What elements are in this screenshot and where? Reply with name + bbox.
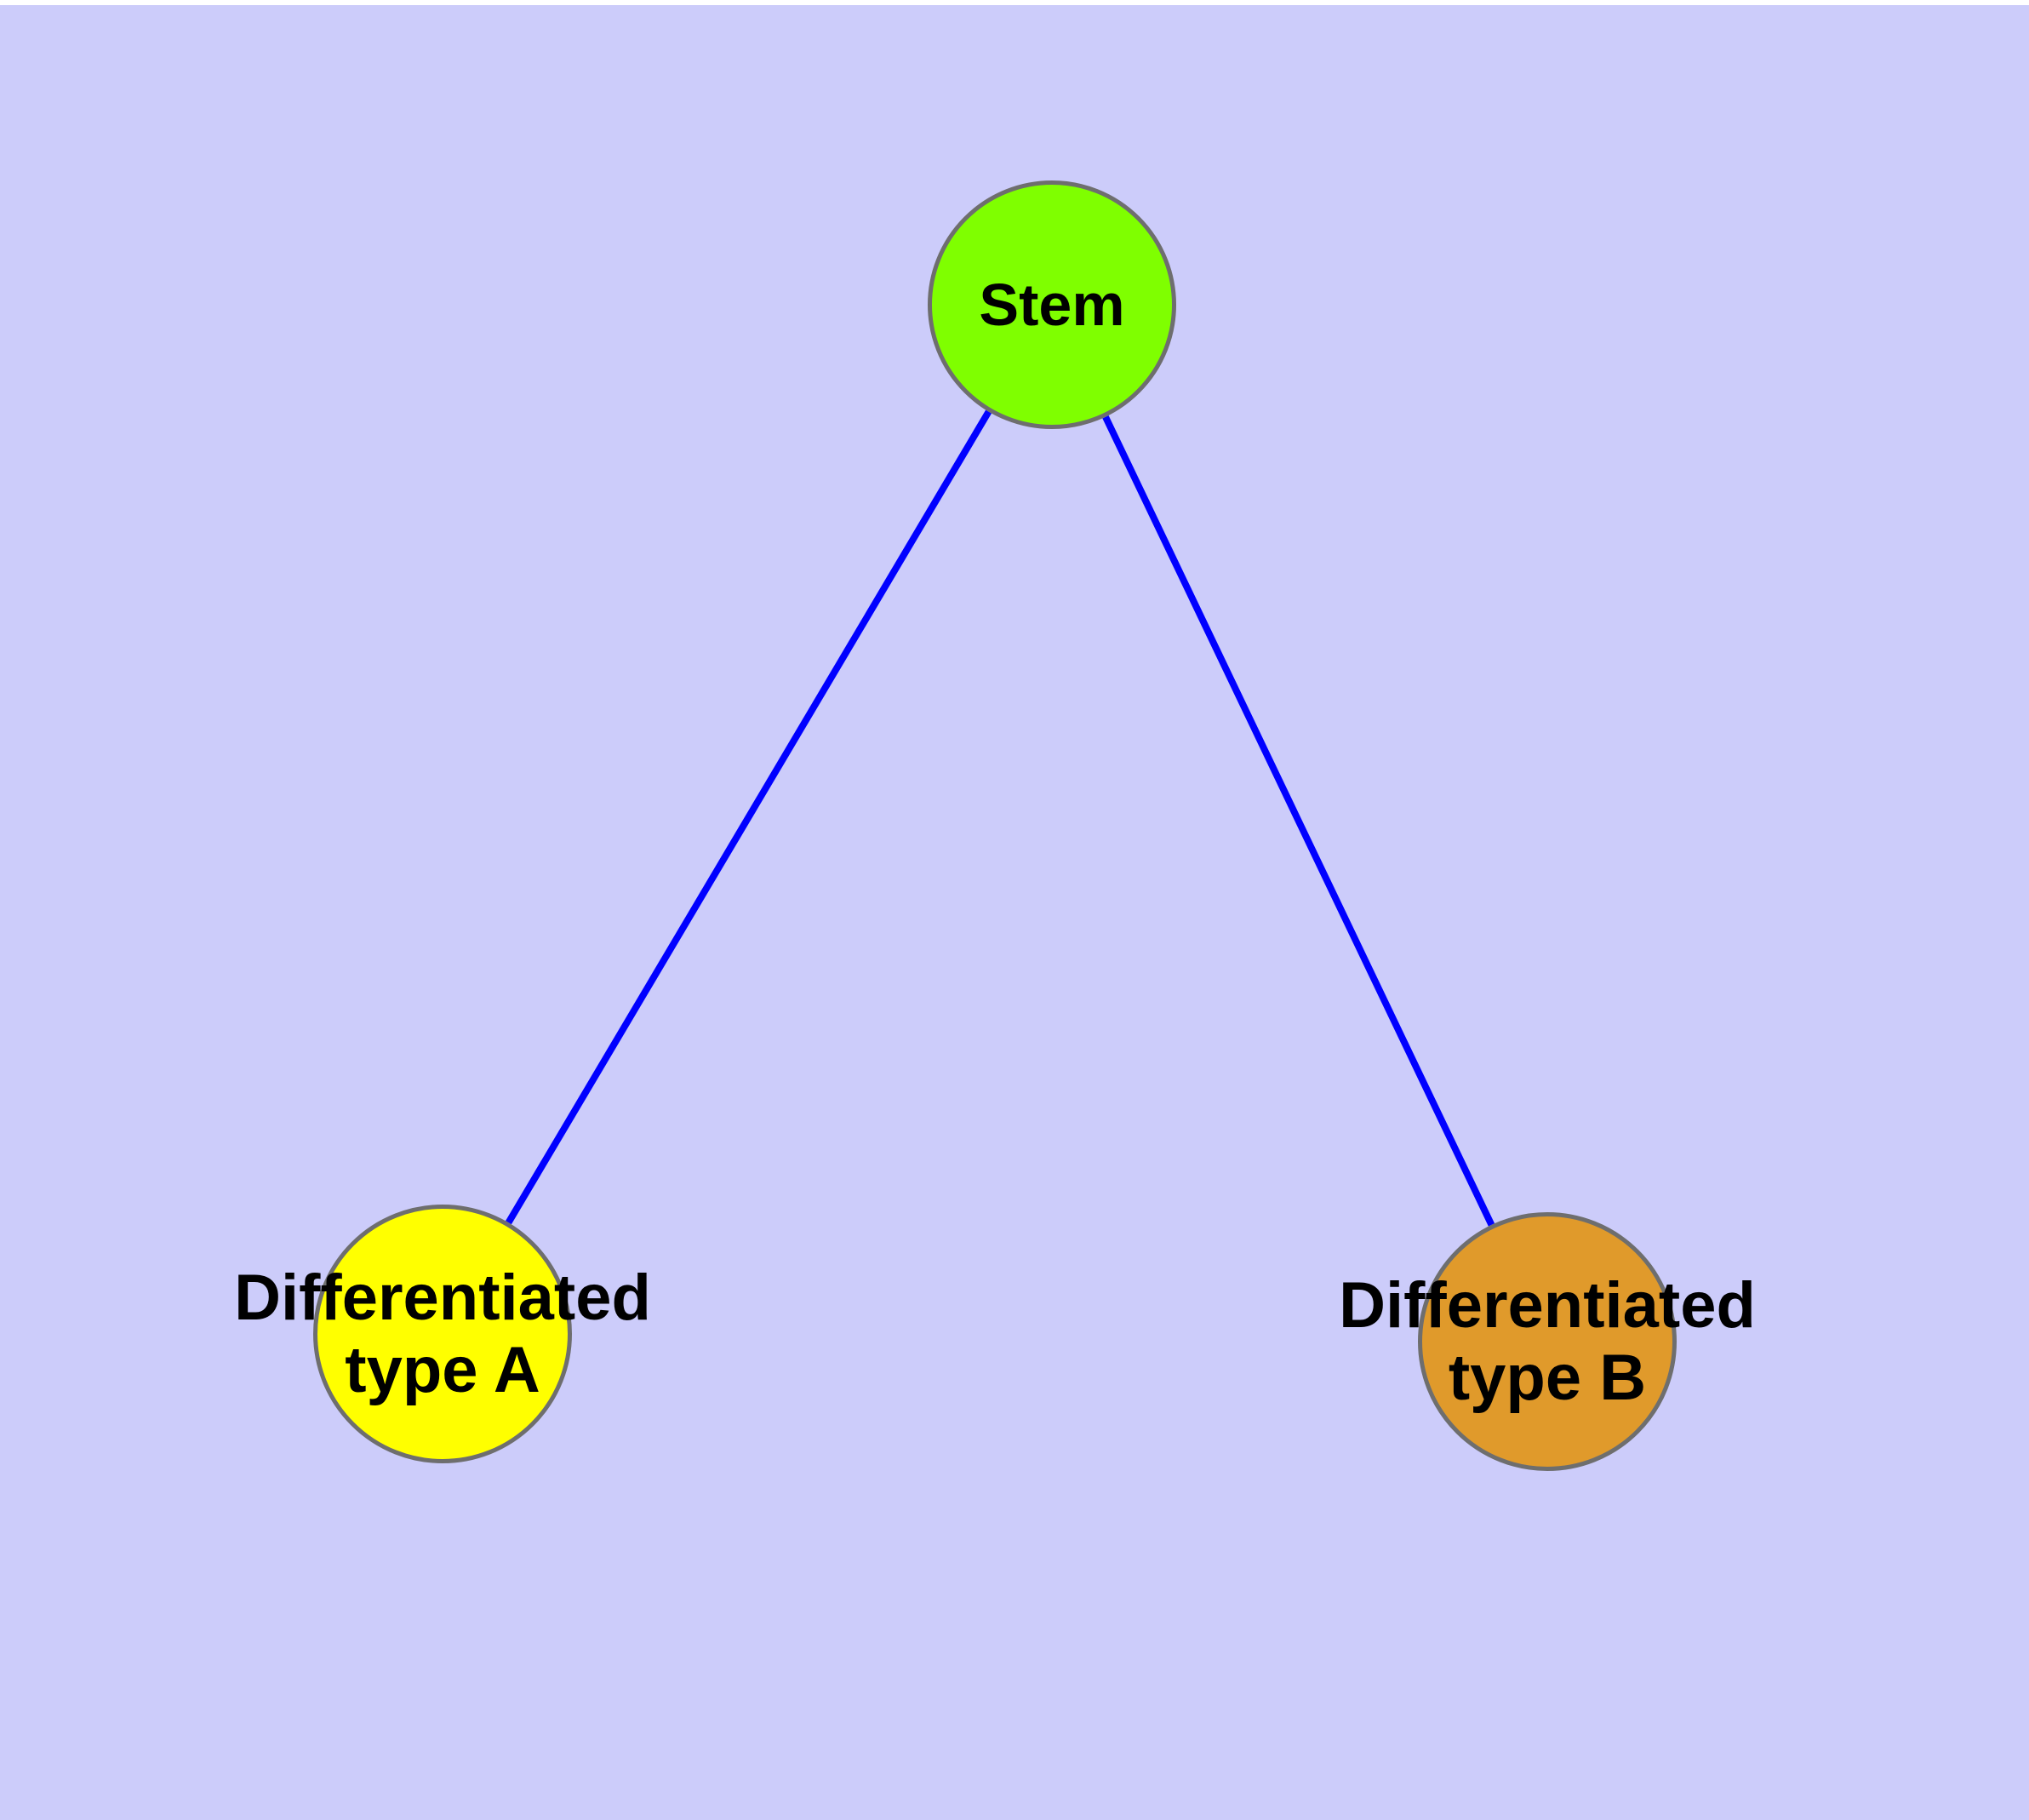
node-differentiated-type-a[interactable]	[313, 1205, 572, 1463]
node-stem[interactable]	[928, 180, 1176, 429]
node-differentiated-type-b[interactable]	[1418, 1212, 1677, 1471]
nodes-group	[313, 180, 1677, 1471]
edges-group	[506, 409, 1495, 1227]
edge-stem-to-differentiated-type-b[interactable]	[1102, 415, 1495, 1227]
edge-stem-to-differentiated-type-a[interactable]	[506, 409, 992, 1225]
